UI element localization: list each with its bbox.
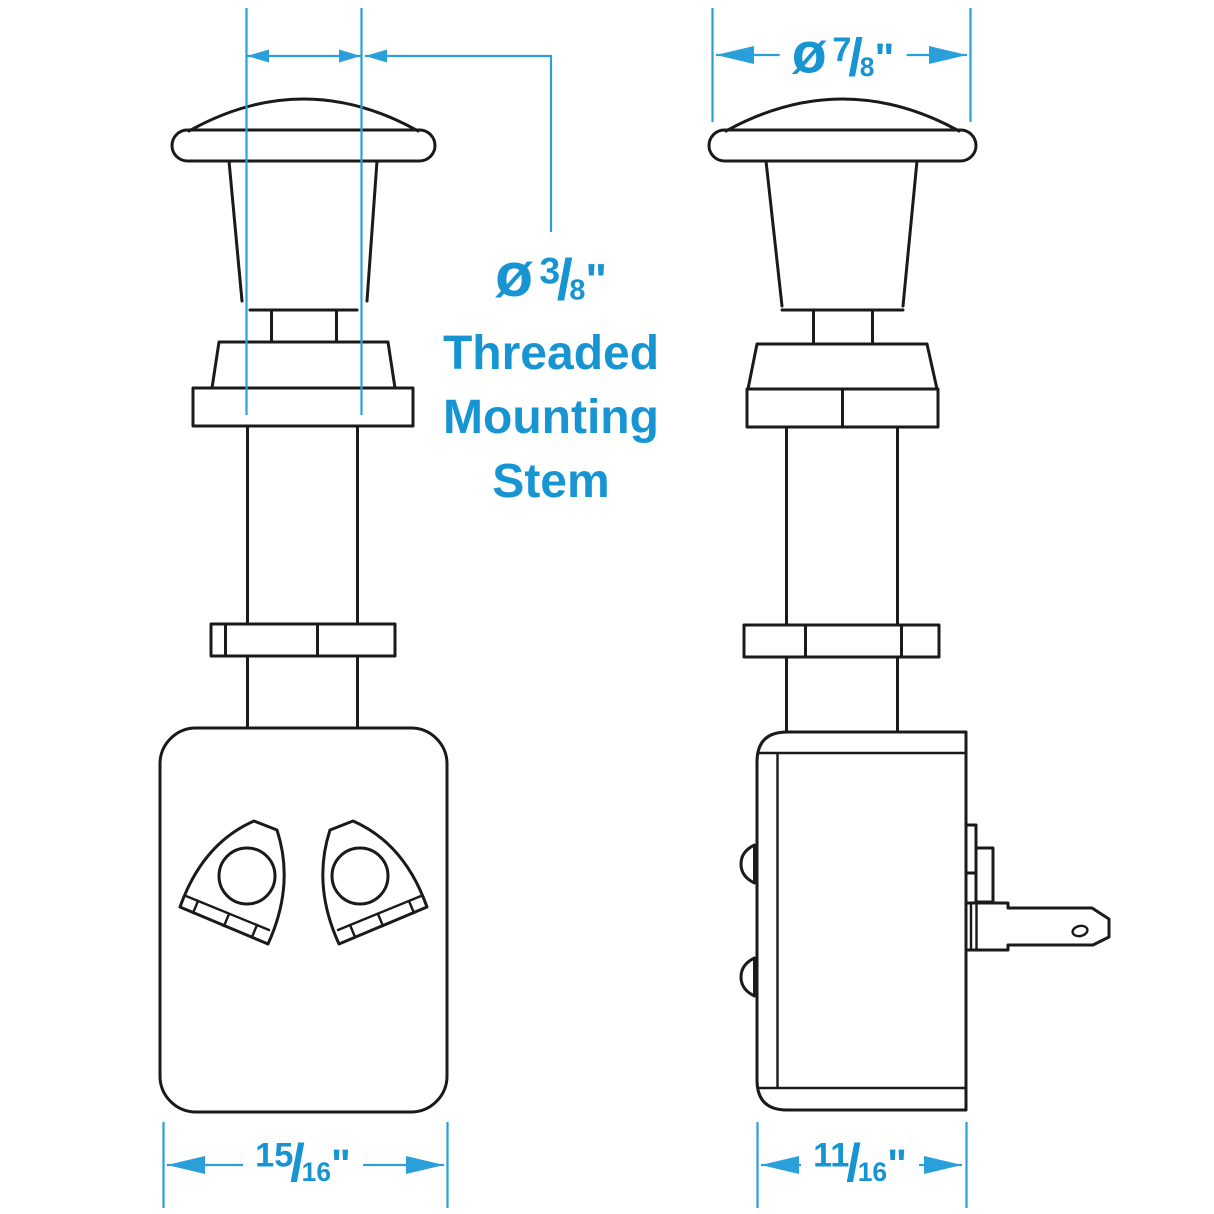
callout-caption-line: Threaded (442, 327, 660, 381)
fraction-denominator: 16 (857, 1157, 888, 1188)
fraction-numerator: 7 (832, 31, 852, 69)
rivet-bumps (739, 843, 756, 998)
spade-terminal (964, 823, 1111, 952)
lug-base-ticks (191, 899, 259, 939)
stem-leader-line (365, 54, 553, 232)
stem-extension-lines (245, 8, 363, 415)
terminal-lug-right (321, 819, 429, 946)
lower-hex-nut-facets (224, 622, 319, 658)
knob-skirt-side (764, 159, 919, 312)
front-width-arrow-right (406, 1156, 444, 1174)
unit-mark: " (874, 34, 895, 82)
threaded-stem (246, 424, 359, 626)
front-width-extension-lines (162, 1122, 449, 1208)
mounting-flange-side (746, 342, 939, 391)
dimension-annotations (162, 8, 972, 1208)
side-width-label: 11/16" (801, 1134, 919, 1194)
fraction-denominator: 16 (301, 1157, 332, 1188)
knob-cap-outline (170, 128, 437, 163)
switch-body-side (755, 730, 968, 1112)
side-view-drawing (707, 97, 1111, 1112)
knob-skirt (227, 159, 379, 312)
unit-mark: " (331, 1140, 351, 1188)
fraction: 15/16 (255, 1134, 332, 1192)
stem-collar-side (812, 308, 874, 346)
terminal-base-lines (969, 901, 978, 952)
side-width-extension-lines (756, 1122, 968, 1208)
knob-dimension-arrow-right (929, 46, 967, 64)
front-width-arrow-left (167, 1156, 205, 1174)
fraction-denominator: 8 (859, 51, 875, 82)
callout-caption-line: Stem (492, 455, 610, 509)
fraction: 3/8 (539, 248, 586, 312)
fraction-numerator: 11 (813, 1136, 850, 1175)
fraction-slash: / (846, 1133, 861, 1193)
diameter-symbol: ø (791, 21, 827, 86)
stem-dimension-arrow-right (339, 49, 361, 63)
lower-hex-nut-facets-side (804, 623, 903, 659)
diameter-symbol: ø (495, 240, 534, 310)
fraction-numerator: 3 (539, 249, 561, 291)
lower-hex-nut (209, 622, 397, 658)
unit-mark: " (585, 254, 607, 306)
terminal-blade-hole (1071, 924, 1089, 938)
lower-hex-nut-side (742, 623, 941, 659)
stem-dimension-arrow-left (247, 49, 269, 63)
knob-dome-arc-side (724, 97, 961, 133)
stem-leader-arrow (365, 49, 387, 63)
lug-outline (178, 819, 286, 946)
front-view-drawing (158, 97, 449, 1114)
side-width-arrow-left (761, 1156, 799, 1174)
lug-base-line (184, 894, 271, 932)
fraction-numerator: 15 (255, 1136, 294, 1175)
unit-mark: " (887, 1140, 907, 1188)
fraction-slash: / (556, 247, 573, 312)
side-width-arrow-right (924, 1156, 962, 1174)
knob-cap-outline-side (707, 128, 978, 163)
threaded-stem-lower-side (785, 655, 899, 733)
front-width-label: 15/16" (243, 1134, 363, 1194)
callout-caption-line: Mounting (443, 391, 659, 445)
switch-body-front (158, 726, 449, 1114)
mounting-flange (210, 340, 397, 390)
knob-dimension-arrow-left (716, 46, 754, 64)
terminal-lug-left (178, 819, 286, 946)
fraction: 11/16 (813, 1134, 888, 1192)
fraction-slash: / (848, 28, 863, 88)
terminal-bracket-block (974, 846, 995, 904)
knob-dome-arc (187, 97, 420, 133)
lug-hole (217, 846, 277, 906)
threaded-stem-lower (246, 654, 359, 730)
knob-extension-lines (711, 8, 972, 122)
fraction-slash: / (290, 1133, 305, 1193)
terminal-blade-outline (964, 901, 1111, 952)
fraction-denominator: 8 (569, 274, 586, 307)
threaded-stem-side (785, 425, 899, 627)
upper-hex-nut (191, 386, 415, 428)
switch-body-side-face-lines (756, 751, 968, 1090)
fraction: 7/8 (832, 29, 875, 87)
stem-collar (270, 308, 338, 344)
